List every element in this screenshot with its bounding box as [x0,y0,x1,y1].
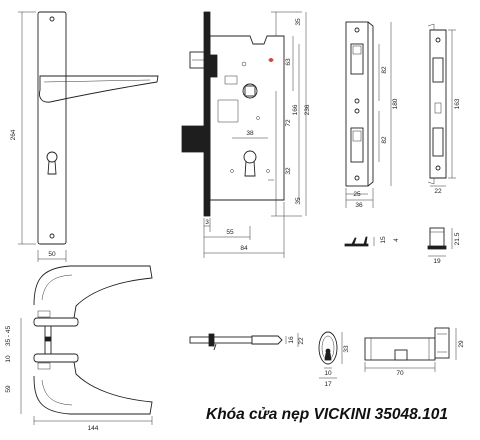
strike-plate-view: 82 180 82 25 36 15 4 [344,21,400,247]
plate-bottom-screw [49,233,55,239]
dim-strike-82-top: 82 [381,66,388,74]
dim-escutcheon-10: 10 [324,370,332,377]
cylinder-thumbturn [434,327,450,359]
dim-handle-10: 10 [5,355,12,363]
dim-handle-144: 144 [88,425,99,432]
dim-keeper-163: 163 [454,98,461,109]
dim-strike-82-bottom: 82 [381,136,388,144]
spindle-screw-view: 16 22 [189,333,305,351]
dim-keeper-19: 19 [433,258,441,265]
lock-body [209,35,285,201]
cylinder-view: 29 70 [364,327,465,377]
dim-plate-height: 264 [10,129,17,140]
product-caption: Khóa cửa nẹp VICKINI 35048.101 [206,406,448,423]
dim-plate-width: 50 [48,251,56,258]
latch-bolt [189,51,218,78]
strike-plate [345,21,369,187]
dim-case-38: 38 [246,130,254,137]
dim-keeper-21-5: 21.5 [454,232,461,245]
keeper-box [429,29,447,179]
dim-case-84: 84 [240,245,248,252]
dim-strike-4: 4 [393,238,400,242]
front-plate [37,11,67,245]
upper-lever [33,265,153,319]
escutcheon-view: 33 10 17 [318,331,350,388]
plate-top-screw [49,16,55,22]
front-lever-handle [39,75,159,103]
dim-escutcheon-17: 17 [324,381,332,388]
spindle-bar [189,336,253,344]
keeper-box-view: 163 22 21.5 19 [427,23,461,265]
front-plate-view: 264 50 [10,11,159,262]
dim-case-bottom: 35 [295,197,302,205]
dim-case-55: 55 [226,229,234,236]
plate-keyhole [46,151,58,175]
escutcheon-body [318,331,338,365]
spring-indicator [269,58,273,62]
lower-rose [33,353,79,363]
dim-cylinder-29: 29 [458,340,465,348]
keeper-side-profile [427,227,447,250]
dim-case-236: 236 [304,104,311,115]
dim-spindle-22: 22 [298,337,305,345]
dim-cylinder-70: 70 [396,370,404,377]
dim-strike-15: 15 [380,236,387,244]
upper-rose [33,317,79,327]
dead-bolt [181,125,205,153]
dim-case-63: 63 [285,58,292,66]
dim-spindle-16: 16 [288,336,295,344]
dim-strike-36: 36 [355,202,363,209]
dim-escutcheon-33: 33 [343,345,350,353]
dim-case-72: 72 [285,119,292,127]
dim-case-top: 35 [295,18,302,26]
lock-internals [217,59,274,181]
dim-strike-180: 180 [392,98,399,109]
dim-case-3: 3 [205,219,209,226]
dim-case-32: 32 [285,167,292,175]
dim-keeper-22: 22 [434,188,442,195]
handle-side-view: 35 - 45 10 59 144 [5,265,153,432]
strike-side-profile [344,236,369,247]
dim-case-166: 166 [292,104,299,115]
dim-handle-35-45: 35 - 45 [5,326,12,347]
dim-handle-59: 59 [5,385,12,393]
dim-strike-25: 25 [353,191,361,198]
lock-case-view: 38 35 63 72 166 236 32 35 3 55 84 [181,11,311,258]
lock-forend [203,11,211,217]
lower-lever [33,361,153,415]
